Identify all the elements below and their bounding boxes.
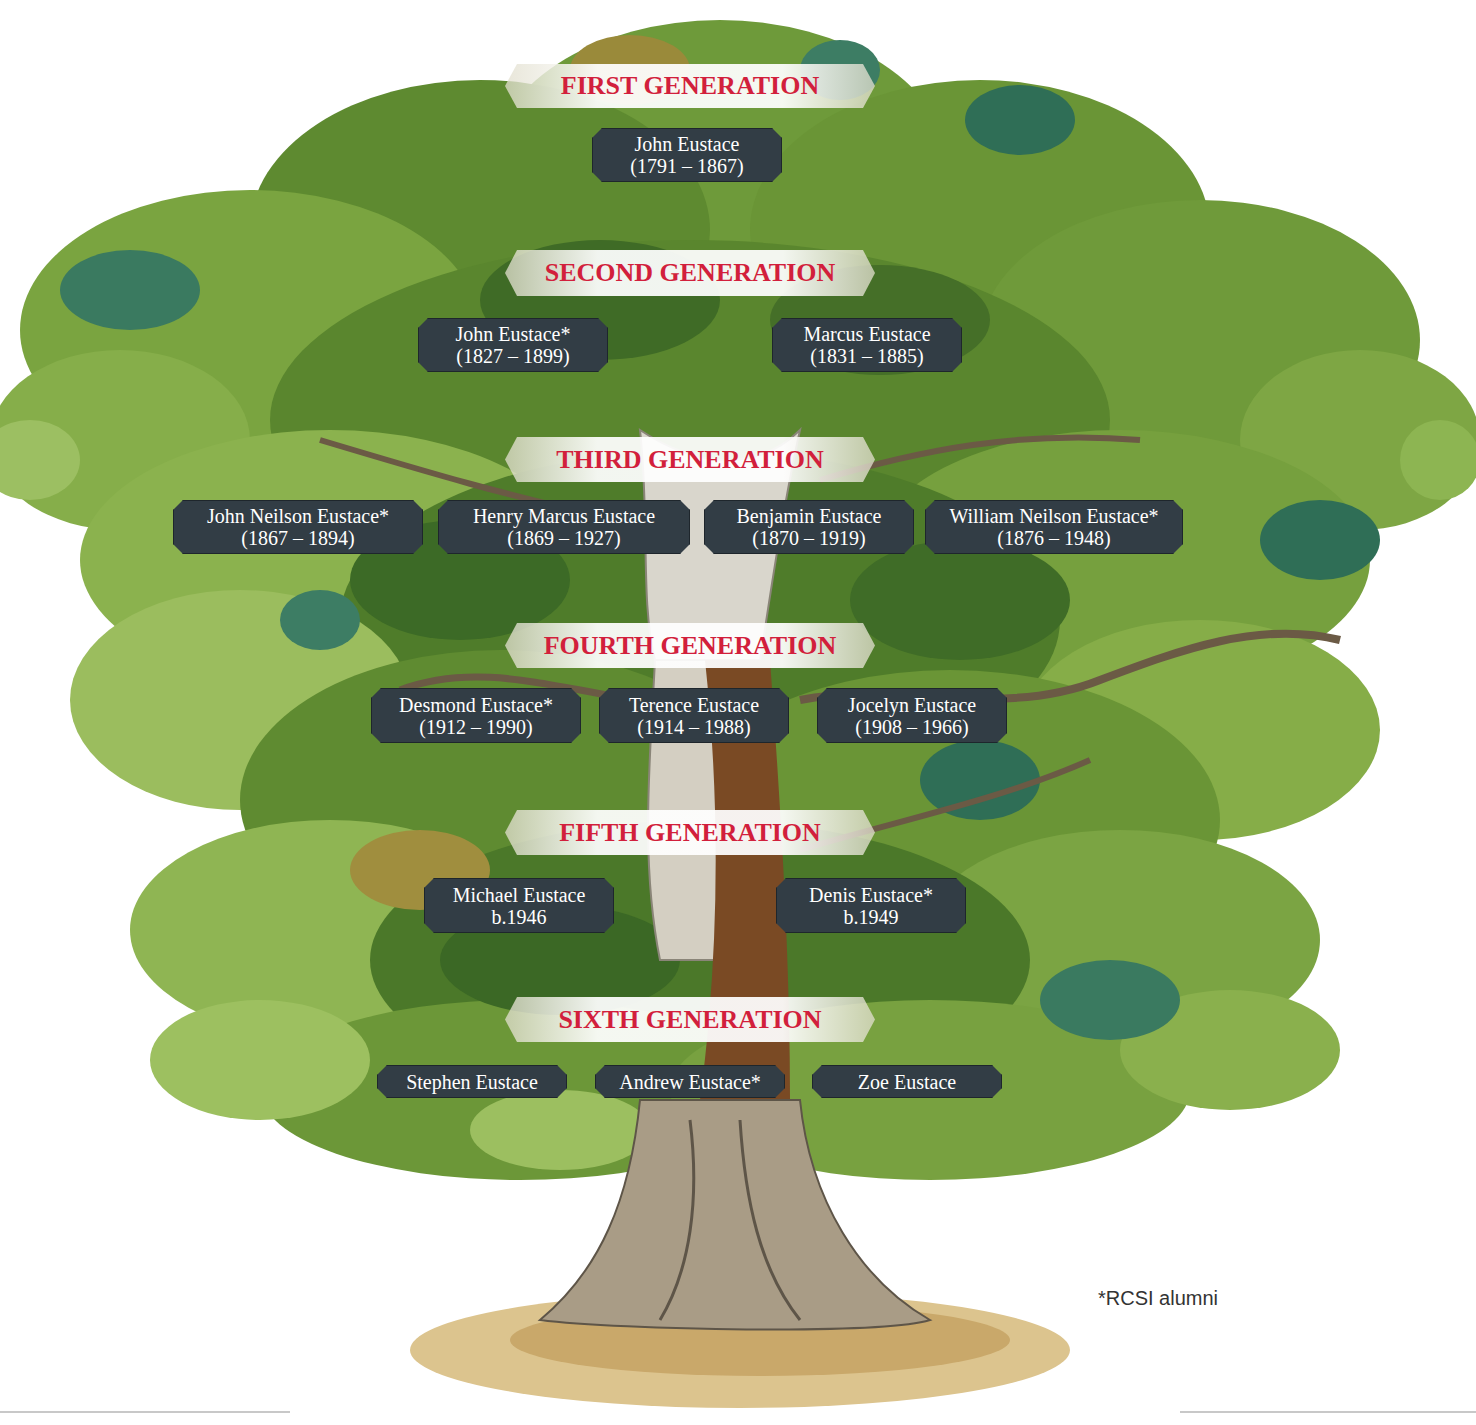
- person-name: Andrew Eustace*: [619, 1071, 761, 1093]
- person-name: John Eustace: [635, 133, 740, 155]
- generation-title: FIRST GENERATION: [561, 71, 819, 101]
- person-name: Stephen Eustace: [406, 1071, 538, 1093]
- person-name: Henry Marcus Eustace: [473, 505, 655, 527]
- generation-banner: THIRD GENERATION: [505, 437, 875, 482]
- person-name: William Neilson Eustace*: [949, 505, 1158, 527]
- person-box: John Eustace(1791 – 1867): [592, 128, 782, 182]
- person-box: Benjamin Eustace(1870 – 1919): [704, 500, 914, 554]
- life-dates: (1912 – 1990): [419, 716, 532, 738]
- tree-trunk: [320, 430, 1340, 1329]
- life-dates: (1876 – 1948): [997, 527, 1110, 549]
- legend-note: *RCSI alumni: [1098, 1287, 1218, 1310]
- person-name: Marcus Eustace: [803, 323, 930, 345]
- life-dates: (1914 – 1988): [637, 716, 750, 738]
- life-dates: (1869 – 1927): [507, 527, 620, 549]
- person-name: Desmond Eustace*: [399, 694, 553, 716]
- person-name: Benjamin Eustace: [737, 505, 882, 527]
- life-dates: b.1946: [492, 906, 547, 928]
- person-name: Terence Eustace: [629, 694, 759, 716]
- life-dates: (1870 – 1919): [752, 527, 865, 549]
- generation-title: SIXTH GENERATION: [558, 1005, 821, 1035]
- person-name: John Neilson Eustace*: [207, 505, 389, 527]
- person-box: Marcus Eustace(1831 – 1885): [772, 318, 962, 372]
- person-box: Henry Marcus Eustace(1869 – 1927): [438, 500, 690, 554]
- life-dates: (1908 – 1966): [855, 716, 968, 738]
- person-box: John Eustace*(1827 – 1899): [418, 318, 608, 372]
- foliage-shade: [60, 35, 1380, 1170]
- person-box: Michael Eustaceb.1946: [424, 878, 614, 933]
- life-dates: (1867 – 1894): [241, 527, 354, 549]
- generation-title: SECOND GENERATION: [545, 258, 836, 288]
- person-box: Andrew Eustace*: [595, 1065, 785, 1098]
- person-name: Michael Eustace: [453, 884, 586, 906]
- rule-line: [1180, 1411, 1476, 1413]
- person-box: Zoe Eustace: [812, 1065, 1002, 1098]
- person-name: Denis Eustace*: [809, 884, 933, 906]
- generation-banner: FIRST GENERATION: [505, 64, 875, 108]
- person-box: Jocelyn Eustace(1908 – 1966): [817, 688, 1007, 743]
- person-box: William Neilson Eustace*(1876 – 1948): [925, 500, 1183, 554]
- generation-title: FIFTH GENERATION: [559, 818, 821, 848]
- generation-banner: FOURTH GENERATION: [505, 623, 875, 668]
- person-box: Terence Eustace(1914 – 1988): [599, 688, 789, 743]
- generation-banner: SECOND GENERATION: [505, 250, 875, 296]
- generation-banner: SIXTH GENERATION: [505, 997, 875, 1042]
- person-name: John Eustace*: [456, 323, 571, 345]
- person-box: Stephen Eustace: [377, 1065, 567, 1098]
- life-dates: b.1949: [844, 906, 899, 928]
- generation-title: THIRD GENERATION: [556, 445, 824, 475]
- generation-banner: FIFTH GENERATION: [505, 810, 875, 855]
- foliage: [0, 20, 1476, 1180]
- life-dates: (1791 – 1867): [630, 155, 743, 177]
- generation-title: FOURTH GENERATION: [544, 631, 837, 661]
- person-box: Denis Eustace*b.1949: [776, 878, 966, 933]
- rule-line: [0, 1411, 290, 1413]
- person-box: John Neilson Eustace*(1867 – 1894): [173, 500, 423, 554]
- life-dates: (1827 – 1899): [456, 345, 569, 367]
- person-name: Zoe Eustace: [858, 1071, 956, 1093]
- life-dates: (1831 – 1885): [810, 345, 923, 367]
- person-box: Desmond Eustace*(1912 – 1990): [371, 688, 581, 743]
- person-name: Jocelyn Eustace: [848, 694, 976, 716]
